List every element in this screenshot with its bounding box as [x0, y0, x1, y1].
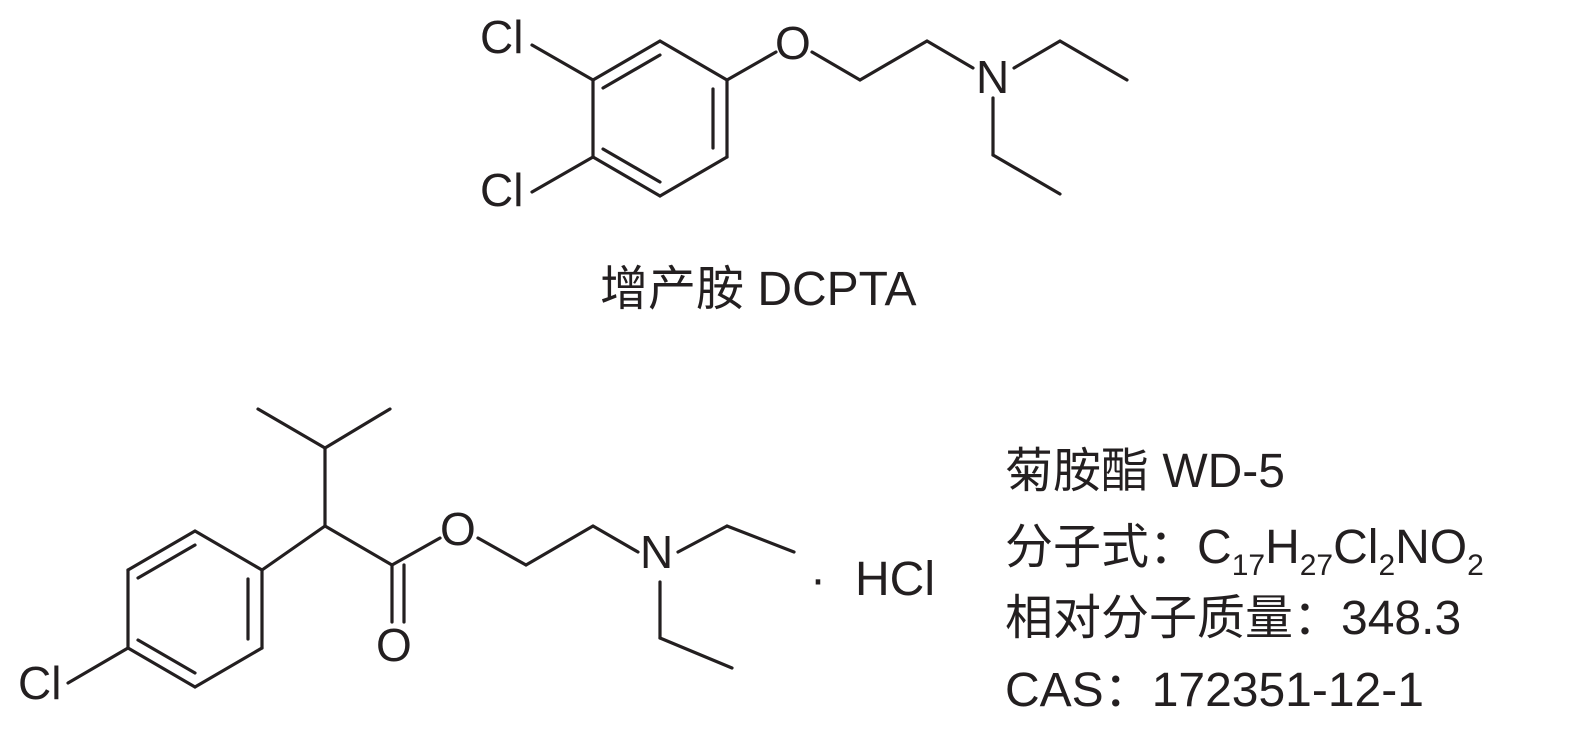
cas-value: 172351-12-1: [1152, 664, 1424, 717]
dcpta-cl-top-atom: Cl: [480, 11, 523, 63]
formula-c-count: 17: [1232, 549, 1265, 582]
dcpta-structure: Cl Cl O N 增产胺 DCPTA: [480, 11, 1129, 316]
formula-c: C: [1197, 521, 1232, 574]
dcpta-oxygen-atom: O: [775, 17, 811, 69]
formula-label: 分子式：: [1005, 521, 1197, 574]
dcpta-benzene-ring: [591, 39, 729, 198]
dcpta-caption: 增产胺 DCPTA: [600, 263, 916, 316]
cas-label: CAS：: [1005, 664, 1152, 717]
salt-dot: ·: [810, 553, 826, 606]
formula-cl-count: 2: [1378, 549, 1395, 582]
dcpta-substituent-bonds: [530, 39, 1129, 196]
mass-label: 相对分子质量：: [1005, 592, 1341, 645]
formula-o-count: 2: [1467, 549, 1484, 582]
formula-h-count: 27: [1300, 549, 1333, 582]
formula-cl: Cl: [1333, 521, 1378, 574]
dcpta-nitrogen-atom: N: [976, 51, 1009, 103]
wd5-nitrogen-atom: N: [640, 526, 673, 578]
wd5-substituent-bonds: [66, 407, 796, 685]
compound-info: 菊胺酯 WD-5 分子式：C17H27Cl2NO2 相对分子质量：348.3 C…: [1005, 445, 1484, 717]
compound-name: 菊胺酯 WD-5: [1005, 445, 1285, 498]
wd5-structure: Cl O O N · HCl: [18, 407, 935, 709]
salt-hcl-label: HCl: [855, 553, 935, 606]
formula-h: H: [1265, 521, 1300, 574]
wd5-benzene-ring: [126, 529, 264, 689]
dcpta-cl-bottom-atom: Cl: [480, 164, 523, 216]
cas-line: CAS：172351-12-1: [1005, 664, 1424, 717]
wd5-cl-atom: Cl: [18, 657, 61, 709]
wd5-carbonyl-oxygen-atom: O: [376, 619, 412, 671]
molecular-formula-line: 分子式：C17H27Cl2NO2: [1005, 521, 1484, 582]
wd5-ester-oxygen-atom: O: [440, 503, 476, 555]
formula-no: NO: [1395, 521, 1467, 574]
molecular-mass-line: 相对分子质量：348.3: [1005, 592, 1461, 645]
mass-value: 348.3: [1341, 592, 1461, 645]
